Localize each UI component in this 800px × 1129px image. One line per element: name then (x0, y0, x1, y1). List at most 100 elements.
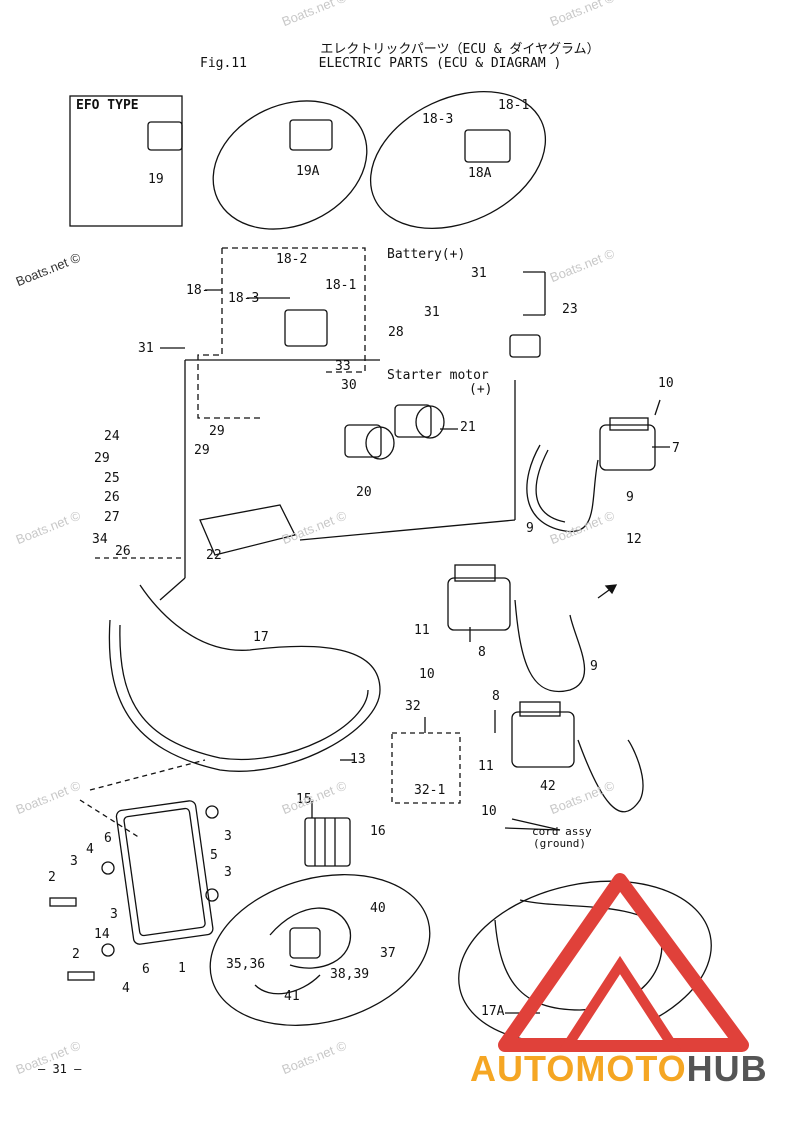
part-label-11-b: 11 (478, 759, 494, 774)
part-label-17a: 17A (481, 1004, 505, 1019)
ground-annotation: (ground) (533, 837, 586, 850)
dashed-box-32 (391, 732, 461, 804)
part-label-11-a: 11 (414, 623, 430, 638)
part-label-3-c: 3 (224, 865, 232, 880)
part-label-18a: 18A (468, 166, 492, 181)
coil-assy-35-41 (269, 907, 352, 969)
part-label-1: 1 (178, 961, 186, 976)
part-label-9-a: 9 (626, 490, 634, 505)
part-label-24: 24 (104, 429, 120, 444)
battery-annotation: Battery(+) (387, 247, 466, 262)
part-label-21: 21 (460, 420, 476, 435)
unit-18a (464, 129, 511, 163)
part-label-4-a: 4 (86, 842, 94, 857)
part-label-3-b: 3 (224, 829, 232, 844)
relay-21 (394, 404, 445, 439)
part-label-18: 18- (186, 283, 210, 298)
part-label-16: 16 (370, 824, 386, 839)
part-label-2-b: 2 (72, 947, 80, 962)
wiring-harness-17 (108, 584, 381, 772)
part-label-25: 25 (104, 471, 120, 486)
part-label-8-a: 8 (478, 645, 486, 660)
unit-19 (147, 121, 183, 151)
part-label-26-b: 26 (115, 544, 131, 559)
bolt-2-lower (67, 971, 95, 981)
part-label-6-b: 6 (142, 962, 150, 977)
part-label-3-d: 3 (110, 907, 118, 922)
part-label-15: 15 (296, 792, 312, 807)
title-english: ELECTRIC PARTS (ECU & DIAGRAM ) (318, 56, 562, 71)
ignition-coil-8-upper (447, 564, 511, 631)
inset-18a-oval (369, 91, 547, 229)
part-label-20: 20 (356, 485, 372, 500)
part-label-18-3-inset: 18-3 (422, 112, 454, 127)
part-label-22: 22 (206, 548, 222, 563)
part-label-31-c: 31 (138, 341, 154, 356)
part-label-18-2: 18-2 (276, 252, 308, 267)
logo-text-hub: HUB (686, 1048, 768, 1089)
part-label-9-b: 9 (526, 521, 534, 536)
part-label-26-a: 26 (104, 490, 120, 505)
part-label-37: 37 (380, 946, 396, 961)
relay-23 (509, 334, 541, 358)
part-label-29-b: 29 (94, 451, 110, 466)
part-label-10-a: 10 (658, 376, 674, 391)
part-label-32-1: 32-1 (414, 783, 446, 798)
inset-35-41-oval (209, 874, 431, 1026)
part-label-27: 27 (104, 510, 120, 525)
part-label-34: 34 (92, 532, 108, 547)
logo-text-automoto: AUTOMOTO (470, 1048, 687, 1089)
relay-20 (344, 424, 395, 460)
part-label-14: 14 (94, 927, 110, 942)
part-label-35-36: 35,36 (226, 957, 266, 972)
part-label-29-c: 29 (194, 443, 210, 458)
part-label-4-b: 4 (122, 981, 130, 996)
efo-type-label: EFO TYPE (76, 98, 139, 113)
part-label-6-a: 6 (104, 831, 112, 846)
part-label-13: 13 (350, 752, 366, 767)
part-label-7: 7 (672, 441, 680, 456)
automotohub-logo: AUTOMOTOHUB (470, 1048, 768, 1090)
unit-18-main (284, 309, 328, 347)
part-label-40: 40 (370, 901, 386, 916)
part-label-31-a: 31 (471, 266, 487, 281)
starter-annotation: Starter motor (387, 368, 489, 383)
part-label-31-b: 31 (424, 305, 440, 320)
part-label-18-1: 18-1 (325, 278, 357, 293)
figure-number: Fig.11 (200, 56, 247, 71)
cord-assy-annotation: cord assy (532, 825, 592, 838)
title-japanese: エレクトリックパーツ（ECU & ダイヤグラム） (320, 42, 600, 57)
ecu-unit (115, 800, 214, 945)
part-label-5: 5 (210, 848, 218, 863)
part-label-2-a: 2 (48, 870, 56, 885)
page-number: – 31 – (38, 1062, 82, 1076)
ignition-coil-7 (599, 417, 656, 471)
part-label-9-c: 9 (590, 659, 598, 674)
part-label-19a: 19A (296, 164, 320, 179)
bracket-22 (199, 504, 296, 556)
regulator-15 (304, 817, 351, 867)
part-label-12: 12 (626, 532, 642, 547)
unit-19a (289, 119, 333, 151)
part-label-29-a: 29 (209, 424, 225, 439)
part-label-3-a: 3 (70, 854, 78, 869)
part-label-10-c: 10 (481, 804, 497, 819)
bolt-2-upper (49, 897, 77, 907)
efo-type-inset (69, 95, 183, 227)
part-label-8-b: 8 (492, 689, 500, 704)
part-label-41: 41 (284, 989, 300, 1004)
part-label-23: 23 (562, 302, 578, 317)
part-label-28: 28 (388, 325, 404, 340)
part-label-42: 42 (540, 779, 556, 794)
part-label-17: 17 (253, 630, 269, 645)
part-label-18-3: 18-3 (228, 291, 260, 306)
part-label-33: 33 (335, 359, 351, 374)
part-label-38-39: 38,39 (330, 967, 370, 982)
part-label-10-b: 10 (419, 667, 435, 682)
starter-plus-annotation: (+) (469, 382, 493, 397)
part-label-30: 30 (341, 378, 357, 393)
inset-19a-oval (212, 100, 368, 230)
part-label-18-1-inset: 18-1 (498, 98, 530, 113)
ignition-coil-8-lower (511, 701, 575, 768)
